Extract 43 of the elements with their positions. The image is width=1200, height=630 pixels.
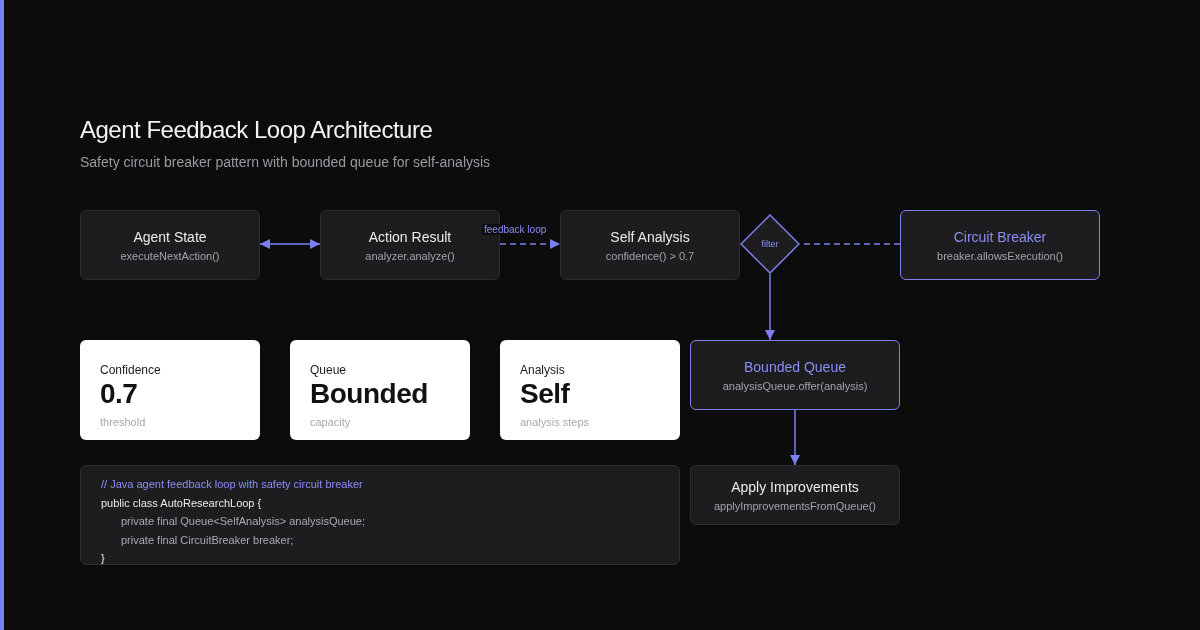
- highlighted-process-box: [690, 340, 900, 410]
- method-call: analyzer.analyze(): [365, 249, 455, 262]
- box-heading: Apply Improvements: [731, 478, 859, 495]
- stat-label: Analysis: [520, 363, 565, 377]
- stat-card: [290, 340, 470, 440]
- stat-value: 0.7: [100, 378, 138, 410]
- code-block: [80, 465, 680, 565]
- diagram-subtitle: Safety circuit breaker pattern with bounded queue for self-analysis: [80, 154, 491, 170]
- arrow: [765, 273, 775, 341]
- process-box: [690, 465, 900, 525]
- box-heading: Action Result: [368, 228, 452, 245]
- method-call: breaker.allowsExecution(): [937, 249, 1063, 262]
- stat-card: [80, 340, 260, 440]
- decision-diamond: [740, 214, 800, 274]
- edge-label: feedback loop: [482, 224, 549, 235]
- arrow: [790, 409, 800, 466]
- method-call: confidence() > 0.7: [605, 249, 695, 262]
- dashed-arrow: [499, 239, 561, 249]
- code-line: public class AutoResearchLoop {: [101, 496, 262, 510]
- highlighted-process-box: [900, 210, 1100, 280]
- box-heading: Agent State: [133, 228, 207, 245]
- diagram-title: Agent Feedback Loop Architecture: [80, 116, 433, 144]
- stat-label: Queue: [310, 363, 347, 377]
- stat-label: Confidence: [100, 363, 161, 377]
- process-box: [80, 210, 260, 280]
- decision-label: filter: [761, 239, 779, 249]
- code-line: }: [101, 552, 105, 565]
- code-comment: // Java agent feedback loop with safety circuit breaker: [101, 478, 363, 491]
- stat-caption: capacity: [310, 416, 351, 428]
- method-call: applyImprovementsFromQueue(): [714, 499, 876, 512]
- stat-caption: analysis steps: [520, 416, 590, 428]
- method-call: executeNextAction(): [120, 249, 220, 262]
- stat-value: Self: [520, 378, 570, 410]
- arrow: [259, 239, 321, 249]
- stat-value: Bounded: [310, 378, 428, 410]
- stat-caption: threshold: [100, 416, 146, 428]
- box-heading: Self Analysis: [610, 228, 690, 245]
- code-line: private final Queue<SelfAnalysis> analysisQueue;: [120, 515, 365, 528]
- stat-card: [500, 340, 680, 440]
- box-heading: Bounded Queue: [744, 358, 846, 375]
- code-line: private final CircuitBreaker breaker;: [120, 533, 294, 547]
- method-call: analysisQueue.offer(analysis): [722, 379, 868, 392]
- box-heading: Circuit Breaker: [953, 228, 1047, 245]
